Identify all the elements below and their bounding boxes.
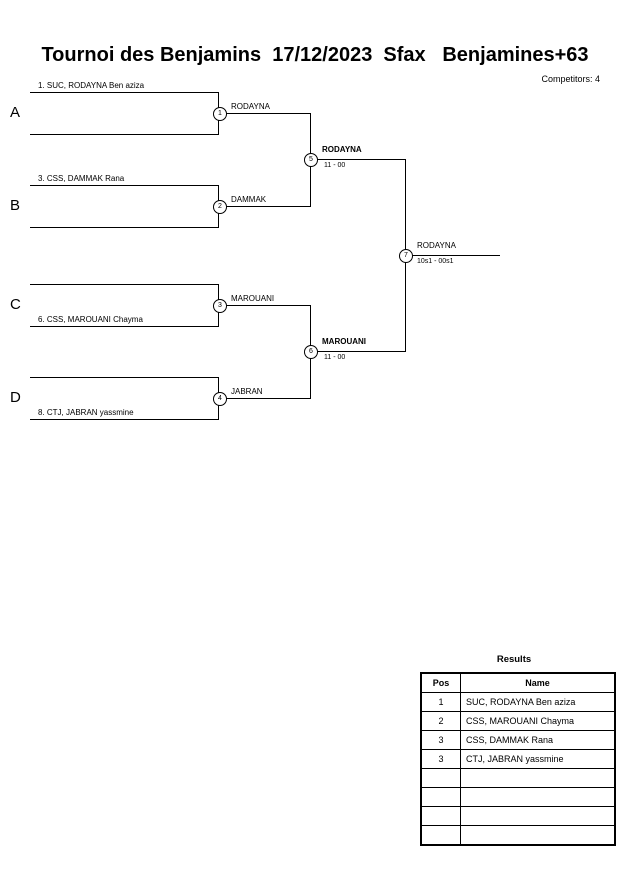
group-label-d: D (10, 389, 21, 406)
results-cell-empty (420, 825, 461, 846)
table-row: 3 CSS, DAMMAK Rana (420, 730, 616, 750)
table-row-empty (420, 806, 616, 826)
match-node-4: 4 (213, 392, 227, 406)
seed-label-a: 1. SUC, RODAYNA Ben aziza (38, 81, 145, 90)
winner-label-match-5: RODAYNA (322, 145, 362, 154)
score-label-match-5: 11 - 00 (324, 162, 346, 169)
score-label-final: 10s1 - 00s1 (417, 258, 454, 265)
match-node-6: 6 (304, 345, 318, 359)
table-row: 3 CTJ, JABRAN yassmine (420, 749, 616, 769)
winner-label-match-2: DAMMAK (231, 195, 267, 204)
results-cell-pos: 3 (420, 749, 461, 769)
bracket-line-d-top (30, 377, 218, 378)
results-cell-pos: 3 (420, 730, 461, 750)
winner-label-final: RODAYNA (417, 241, 456, 250)
advance-line-match-1 (226, 113, 310, 114)
seed-label-b: 3. CSS, DAMMAK Rana (38, 174, 125, 183)
results-cell-empty (420, 806, 461, 826)
results-cell-name: CTJ, JABRAN yassmine (460, 749, 616, 769)
seed-label-d: 8. CTJ, JABRAN yassmine (38, 408, 134, 417)
results-cell-name: CSS, DAMMAK Rana (460, 730, 616, 750)
results-cell-empty (420, 768, 461, 788)
table-row-empty (420, 787, 616, 807)
advance-line-final (412, 255, 500, 256)
results-cell-empty (460, 806, 616, 826)
results-cell-name: SUC, RODAYNA Ben aziza (460, 692, 616, 712)
advance-line-match-6 (317, 351, 405, 352)
group-label-b: B (10, 197, 21, 214)
advance-line-match-2 (226, 206, 310, 207)
score-label-match-6: 11 - 00 (324, 354, 346, 361)
advance-line-match-5 (317, 159, 405, 160)
advance-line-match-3 (226, 305, 310, 306)
table-row-empty (420, 768, 616, 788)
results-header-row: Pos Name (420, 672, 616, 693)
results-table: Pos Name 1 SUC, RODAYNA Ben aziza 2 CSS,… (420, 672, 616, 846)
results-cell-empty (420, 787, 461, 807)
results-cell-name: CSS, MAROUANI Chayma (460, 711, 616, 731)
results-cell-empty (460, 787, 616, 807)
bracket-line-b-bottom (30, 227, 218, 228)
bracket-line-a-bottom (30, 134, 218, 135)
page-title: Tournoi des Benjamins 17/12/2023 Sfax Be… (41, 44, 589, 66)
results-cell-empty (460, 768, 616, 788)
match-node-1: 1 (213, 107, 227, 121)
competitors-count: Competitors: 4 (541, 74, 600, 84)
match-node-5: 5 (304, 153, 318, 167)
results-cell-pos: 2 (420, 711, 461, 731)
table-row: 1 SUC, RODAYNA Ben aziza (420, 692, 616, 712)
winner-label-match-1: RODAYNA (231, 102, 270, 111)
seed-label-c: 6. CSS, MAROUANI Chayma (38, 315, 143, 324)
bracket-line-a-top (30, 92, 218, 93)
winner-label-match-6: MAROUANI (322, 337, 366, 346)
winner-label-match-4: JABRAN (231, 387, 263, 396)
bracket-line-c-top (30, 284, 218, 285)
bracket-line-d-bottom (30, 419, 218, 420)
bracket-line-c-bottom (30, 326, 218, 327)
match-node-3: 3 (213, 299, 227, 313)
group-label-a: A (10, 104, 21, 121)
results-cell-empty (460, 825, 616, 846)
advance-line-match-4 (226, 398, 310, 399)
winner-label-match-3: MAROUANI (231, 294, 275, 303)
match-node-7: 7 (399, 249, 413, 263)
bracket-line-b-top (30, 185, 218, 186)
results-cell-pos: 1 (420, 692, 461, 712)
group-label-c: C (10, 296, 21, 313)
results-header-name: Name (460, 672, 616, 693)
match-node-2: 2 (213, 200, 227, 214)
results-title: Results (496, 654, 532, 665)
results-header-pos: Pos (420, 672, 461, 693)
table-row: 2 CSS, MAROUANI Chayma (420, 711, 616, 731)
table-row-empty (420, 825, 616, 846)
